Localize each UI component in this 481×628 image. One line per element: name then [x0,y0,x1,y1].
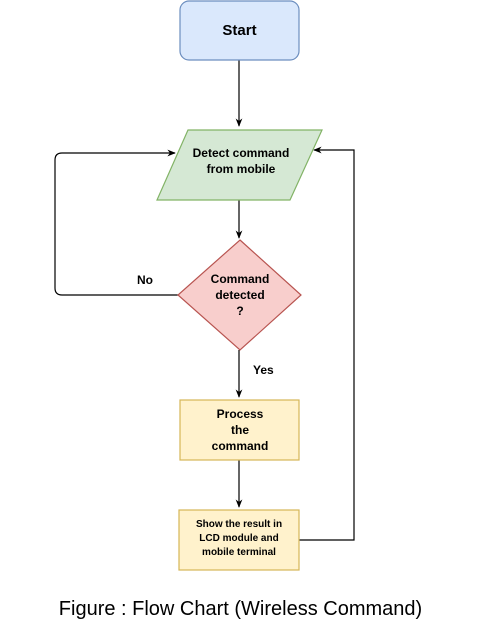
edge-show-loop-back [299,146,355,541]
show-label-line: LCD module and [199,533,278,544]
decision-label: Command detected? [211,272,270,318]
process-label: Process the command [212,407,269,453]
process-node: Process the command [179,399,300,461]
show-result-node: Show the result in LCD module and mobile t… [178,509,300,571]
figure-caption: Figure : Flow Chart (Wireless Command) [58,598,423,620]
edges [54,60,355,541]
decision-label-line: detected [215,288,264,302]
detect-command-node: Detect command from mobile [156,129,323,201]
decision-node: Command detected? [177,239,302,351]
edge-label-no: No [137,273,153,287]
decision-label-line: Command [211,272,270,286]
start-label-line: Start [222,22,256,39]
flowchart-diagram: No Yes Start Detect command from mobile C… [54,0,355,571]
show-result-label: Show the result in LCD module and mobile t… [196,519,282,558]
show-result-shape [178,509,300,571]
start-node: Start [179,0,300,61]
edge-decision-no-loop [54,149,178,296]
detect-command-shape [156,129,323,201]
detect-command-label: Detect command from mobile [193,146,290,176]
process-shape [179,399,300,461]
edge-label-yes: Yes [253,363,274,377]
show-label-line: Show the result in [196,519,282,530]
start-node-shape [179,0,300,61]
start-node-label: Start [222,22,256,39]
process-label-line: Process [217,407,264,421]
detect-label-line: Detect command [193,146,290,160]
decision-label-line: ? [236,304,243,318]
show-label-line: mobile terminal [202,547,276,558]
decision-shape [177,239,302,351]
detect-label-line: from mobile [207,162,276,176]
process-label-line: command [212,439,269,453]
process-label-line: the [231,423,249,437]
